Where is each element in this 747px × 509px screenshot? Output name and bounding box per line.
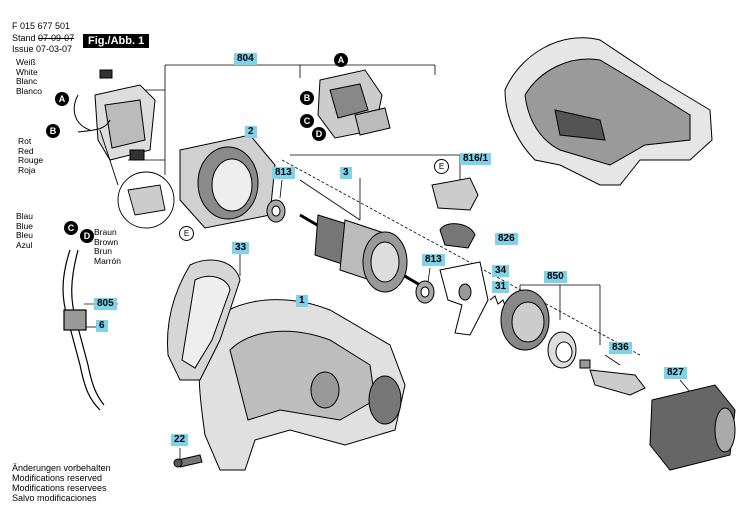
color-en: Red [18, 145, 34, 156]
wire-colors-blue: Blau Blue Bleu Azul [16, 211, 34, 250]
part-label-34[interactable]: 34 [492, 265, 510, 277]
marker-c-left: C [64, 221, 78, 235]
bearing-813-rear [415, 280, 435, 304]
issue-date: 07-03-07 [36, 44, 73, 54]
color-es: Blanco [16, 85, 42, 96]
stand-date: 07-09-07 [38, 33, 75, 43]
screw [173, 454, 203, 468]
color-fr: Blanc [16, 76, 38, 86]
issue-label: Issue [12, 44, 34, 54]
leader-813a [279, 179, 283, 199]
marker-b-left: B [46, 124, 60, 138]
color-es: Marrón [94, 255, 121, 266]
bearing-ring [547, 331, 577, 369]
marker-e-detail: E [179, 226, 194, 241]
color-de: Braun [94, 227, 117, 237]
leader-813b [427, 267, 431, 283]
field-stator [179, 134, 276, 229]
part-label-827[interactable]: 827 [664, 367, 687, 379]
leader-3 [299, 179, 361, 221]
leader-827 [679, 379, 691, 393]
housing-half [504, 37, 713, 186]
switch [317, 69, 391, 139]
marker-d-switch: D [312, 127, 326, 141]
gear [500, 289, 550, 351]
stand-label: Stand [12, 33, 36, 43]
footer-notes: Änderungen vorbehalten Modifications res… [12, 463, 111, 503]
note-fr: Modifications reservees [12, 483, 107, 493]
part-label-31[interactable]: 31 [492, 281, 510, 293]
part-label-805[interactable]: 805 [94, 298, 117, 310]
brush-holder [73, 69, 156, 161]
part-label-804[interactable]: 804 [234, 53, 257, 65]
issue-line: Issue 07-03-07 [12, 44, 72, 55]
part-label-3[interactable]: 3 [340, 167, 352, 179]
part-label-22[interactable]: 22 [171, 434, 189, 446]
drill-chuck [649, 384, 736, 471]
color-de: Rot [18, 136, 32, 146]
color-es: Roja [18, 164, 36, 175]
marker-c-switch: C [300, 114, 314, 128]
bearing-813-front [266, 199, 286, 223]
part-label-2[interactable]: 2 [245, 126, 257, 138]
color-en: Blue [16, 220, 34, 231]
note-de: Änderungen vorbehalten [12, 463, 111, 473]
color-fr: Rouge [18, 155, 44, 165]
part-label-850[interactable]: 850 [544, 271, 567, 283]
wire-colors-white: Weiß White Blanc Blanco [16, 57, 42, 96]
marker-a-left: A [55, 92, 69, 106]
color-fr: Bleu [16, 230, 34, 240]
wire-colors-brown: Braun Brown Brun Marrón [94, 227, 121, 266]
main-housing [198, 299, 406, 471]
note-es: Salvo modificaciones [12, 493, 97, 503]
marker-a-switch: A [334, 53, 348, 67]
handle-grip [166, 259, 241, 381]
marker-b-switch: B [300, 91, 314, 105]
part-label-826[interactable]: 826 [495, 233, 518, 245]
figure-label: Fig./Abb. 1 [83, 34, 150, 48]
detail-magnifier [99, 129, 175, 229]
color-es: Azul [16, 239, 33, 250]
color-de: Blau [16, 211, 34, 221]
power-cable [62, 249, 105, 411]
doc-number: F 015 677 501 [12, 21, 71, 31]
color-en: Brown [94, 236, 119, 247]
part-label-6[interactable]: 6 [96, 320, 108, 332]
switch-actuator [431, 177, 479, 211]
color-fr: Brun [94, 246, 112, 256]
note-en: Modifications reserved [12, 473, 103, 483]
color-de: Weiß [16, 57, 36, 67]
part-label-1[interactable]: 1 [296, 295, 308, 307]
part-label-816-1[interactable]: 816/1 [460, 153, 492, 165]
selector-knob [439, 223, 476, 249]
marker-e-actuator: E [434, 159, 449, 174]
part-label-813-front[interactable]: 813 [272, 167, 295, 179]
armature [299, 213, 421, 293]
assembly-axis [281, 159, 641, 356]
stand-line: Stand 07-09-07 [12, 33, 74, 44]
part-label-836[interactable]: 836 [609, 342, 632, 354]
color-en: White [16, 66, 38, 77]
leader-836 [604, 354, 621, 366]
wire-colors-red: Rot Red Rouge Roja [18, 136, 44, 175]
marker-d-left: D [80, 229, 94, 243]
part-label-33[interactable]: 33 [232, 242, 250, 254]
spindle [579, 359, 646, 396]
plate-34 [439, 261, 489, 336]
part-label-813-rear[interactable]: 813 [422, 254, 445, 266]
